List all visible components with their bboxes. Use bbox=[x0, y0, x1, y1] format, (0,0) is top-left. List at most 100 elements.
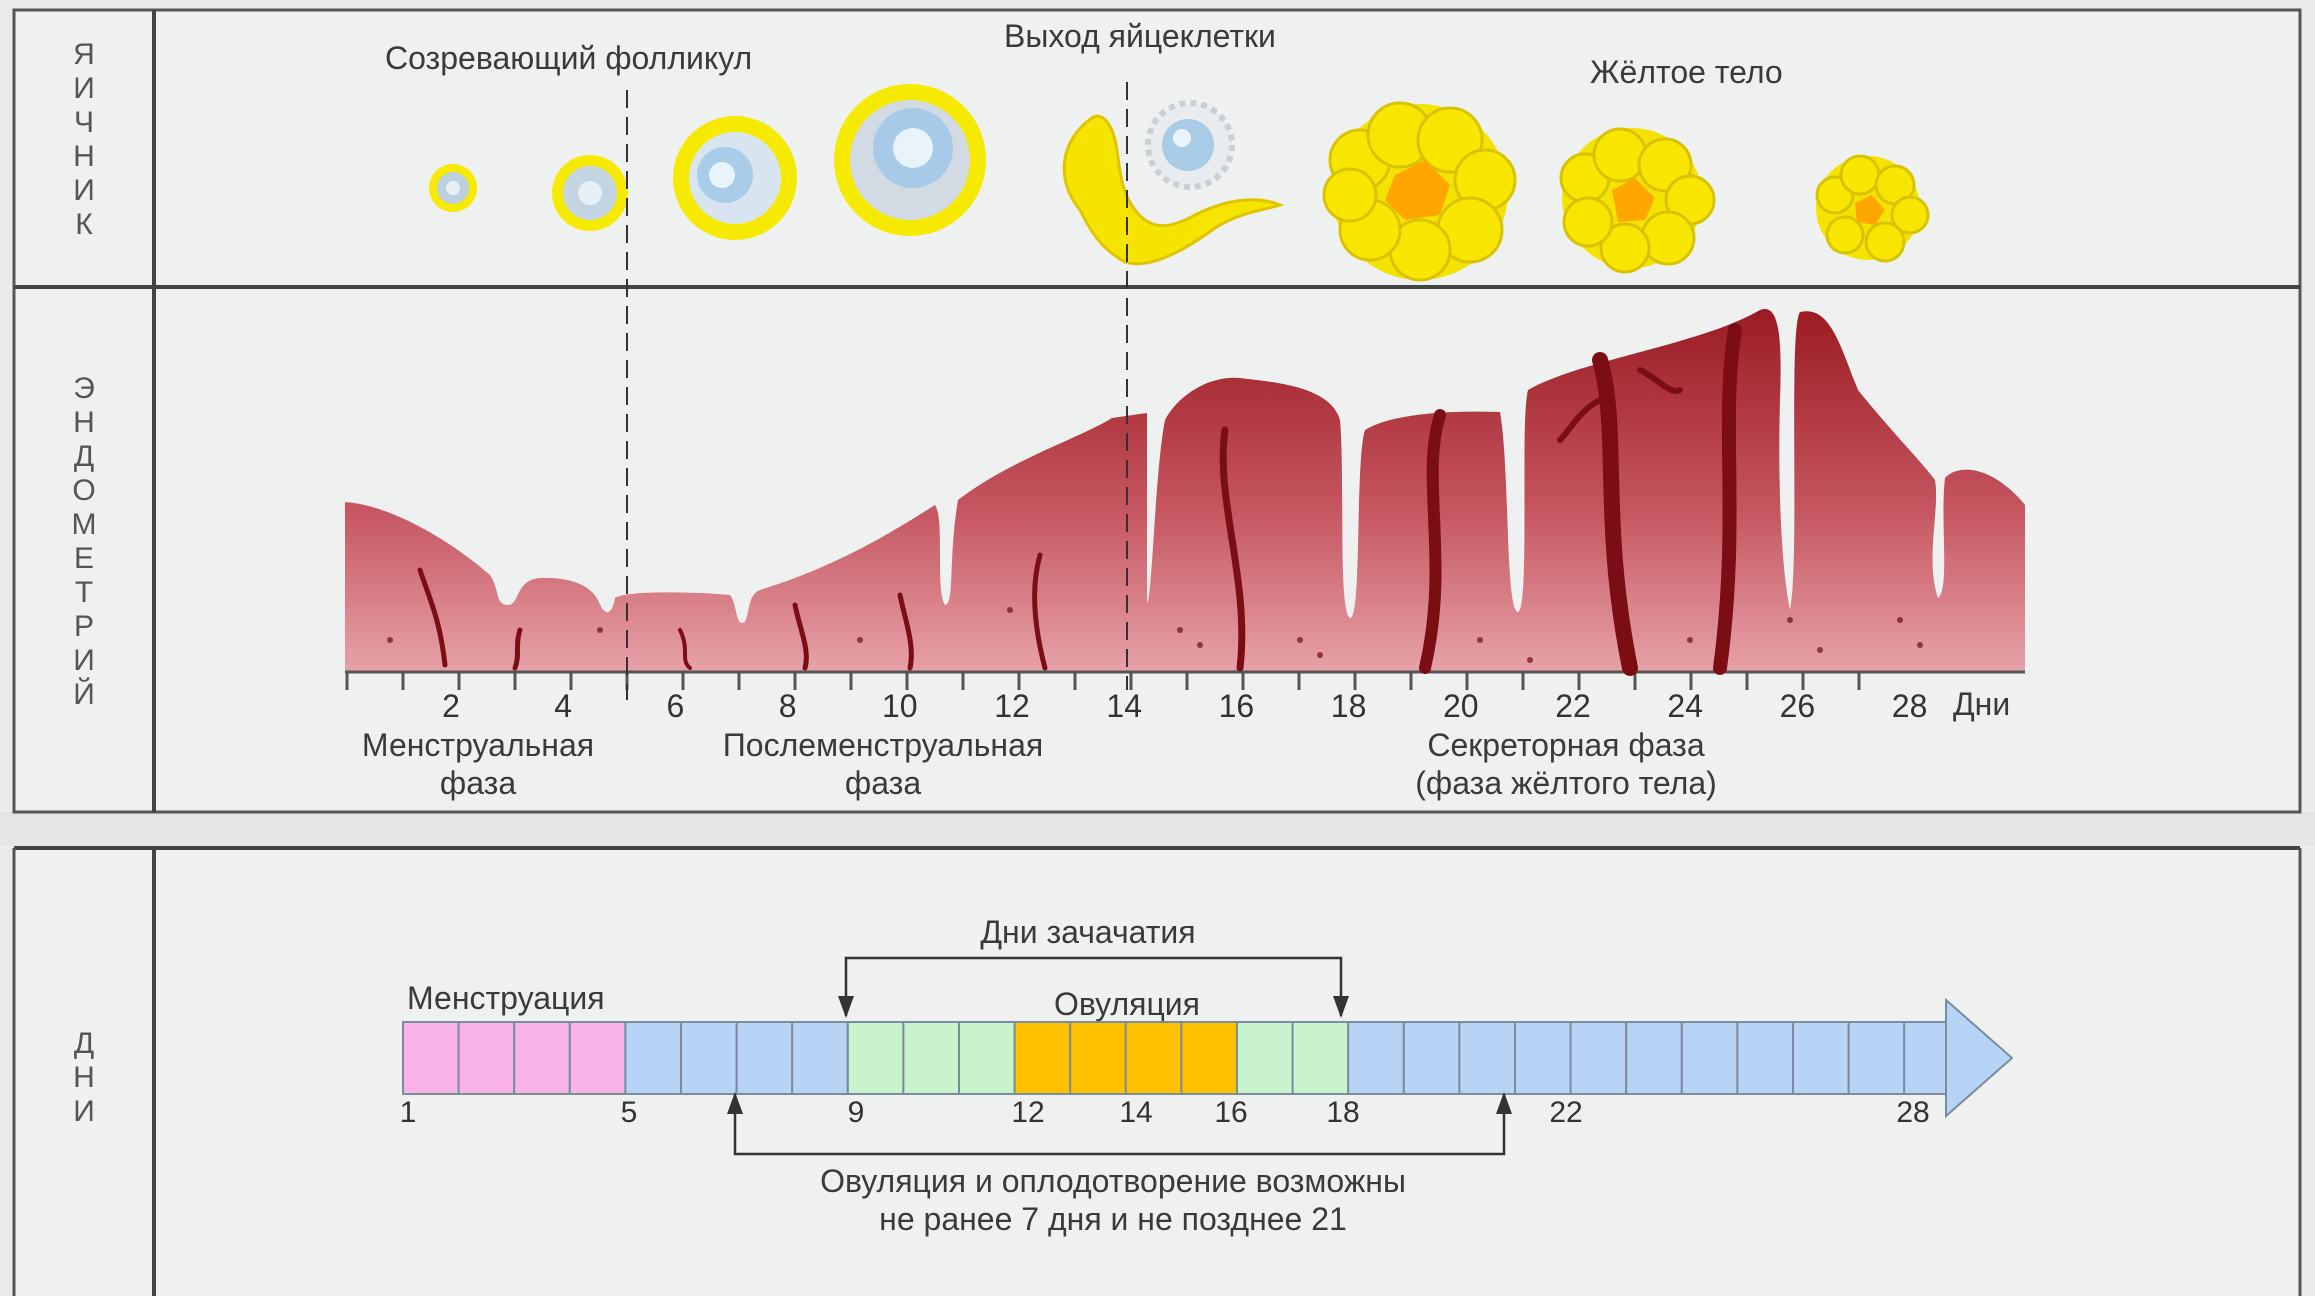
day-cell-9 bbox=[846, 1021, 905, 1095]
endometrium-side-label-letter: Д bbox=[73, 440, 95, 473]
day-cell-3 bbox=[513, 1021, 571, 1095]
conception-days-label: Дни зачачатия bbox=[980, 914, 1196, 950]
ruptured-follicle-icon bbox=[1062, 114, 1285, 266]
endometrium-side-label-letter: Н bbox=[73, 406, 95, 439]
days-side-label-letter: Д bbox=[73, 1027, 95, 1060]
day-cell-19 bbox=[1402, 1021, 1461, 1095]
endometrium-shape bbox=[345, 308, 2025, 672]
egg-cell-icon bbox=[1145, 100, 1235, 190]
day-cell-20 bbox=[1458, 1021, 1517, 1095]
day-cell-4 bbox=[568, 1021, 627, 1095]
ovary-side-label-letter: Я bbox=[73, 38, 95, 71]
ovary-side-label-letter: Н bbox=[73, 140, 95, 173]
day-cell-27 bbox=[1847, 1021, 1906, 1095]
corpus-luteum-1-icon bbox=[1322, 101, 1517, 282]
ovary-side-label-letter: И bbox=[73, 174, 95, 207]
maturing-follicle-label: Созревающий фолликул bbox=[385, 40, 753, 76]
axis-tick-label: 26 bbox=[1779, 688, 1816, 724]
axis-tick-label: 2 bbox=[442, 688, 460, 724]
day-cell-18 bbox=[1347, 1021, 1405, 1095]
corpus-luteum-2-icon bbox=[1559, 127, 1716, 274]
days-side-label-letter: Н bbox=[73, 1061, 95, 1094]
day-number-label: 5 bbox=[620, 1096, 638, 1129]
fertility-note: Овуляция и оплодотворение возможны не ра… bbox=[820, 1162, 1406, 1238]
day-cell-15 bbox=[1180, 1021, 1239, 1095]
axis-tick-label: 8 bbox=[778, 688, 797, 724]
menstrual-phase-label: Менструальная фаза bbox=[362, 726, 594, 802]
day-cell-23 bbox=[1625, 1021, 1683, 1095]
day-number-label: 22 bbox=[1549, 1096, 1583, 1129]
fertility-note-line2: не ранее 7 дня и не позднее 21 bbox=[879, 1201, 1347, 1237]
day-cells bbox=[402, 1021, 1961, 1095]
day-number-label: 18 bbox=[1326, 1096, 1360, 1129]
endometrium-side-label-letter: М bbox=[71, 508, 97, 541]
ovary-side-label-letter: И bbox=[73, 72, 95, 105]
menstruation-label: Менструация bbox=[407, 980, 605, 1016]
corpus-luteum-3-icon bbox=[1815, 154, 1930, 263]
day-cell-25 bbox=[1736, 1021, 1795, 1095]
endometrium-side-label-letter: Р bbox=[73, 610, 94, 643]
conception-bracket bbox=[844, 956, 1343, 1016]
ovary-side-label-letter: Ч bbox=[74, 106, 94, 139]
day-cell-26 bbox=[1792, 1021, 1850, 1095]
axis-tick-label: 6 bbox=[666, 688, 685, 724]
days-side-label-letter: И bbox=[73, 1095, 95, 1128]
endometrium-dots bbox=[387, 607, 1923, 663]
menstrual-phase-line2: фаза bbox=[439, 765, 517, 801]
day-cell-24 bbox=[1680, 1021, 1739, 1095]
day-cell-1 bbox=[402, 1021, 460, 1095]
day-number-label: 16 bbox=[1214, 1096, 1248, 1129]
fertility-note-line1: Овуляция и оплодотворение возможны bbox=[820, 1163, 1406, 1199]
fertility-arrow-right-icon bbox=[1496, 1092, 1512, 1114]
axis-tick-label: 18 bbox=[1330, 688, 1367, 724]
endometrial-glands bbox=[417, 323, 1742, 676]
axis-tick-label: 22 bbox=[1555, 688, 1591, 724]
follicle-3-icon bbox=[673, 116, 797, 240]
timeline-arrow-head-icon bbox=[1945, 997, 2014, 1119]
follicle-2-icon bbox=[552, 155, 628, 231]
corpus-luteum-label: Жёлтое тело bbox=[1590, 54, 1783, 90]
axis-tick-label: 16 bbox=[1218, 688, 1255, 724]
fertility-window-bracket bbox=[733, 1094, 1506, 1156]
day-cell-12 bbox=[1013, 1021, 1072, 1095]
conception-arrow-left-icon bbox=[838, 996, 854, 1018]
day-cell-21 bbox=[1514, 1021, 1572, 1095]
day-cell-22 bbox=[1569, 1021, 1628, 1095]
axis-tick-label: 14 bbox=[1106, 688, 1142, 724]
postmenstrual-phase-label: Послеменструальная фаза bbox=[723, 726, 1043, 802]
day-cell-13 bbox=[1069, 1021, 1127, 1095]
axis-tick-label: 4 bbox=[554, 688, 573, 724]
endometrium-illustration bbox=[345, 82, 2025, 700]
follicle-4-icon bbox=[834, 84, 986, 236]
panel-separator bbox=[0, 812, 2315, 846]
days-timeline bbox=[402, 956, 2014, 1156]
follicle-1-icon bbox=[429, 164, 477, 212]
day-cell-11 bbox=[958, 1021, 1016, 1095]
menstrual-phase-line1: Менструальная bbox=[361, 727, 595, 763]
axis-tick-label: 24 bbox=[1667, 688, 1703, 724]
day-number-label: 1 bbox=[399, 1096, 417, 1129]
endometrium-side-label-letter: Т bbox=[74, 576, 94, 609]
day-cell-7 bbox=[735, 1021, 794, 1095]
axis-tick-label: 12 bbox=[994, 688, 1030, 724]
day-number-label: 14 bbox=[1119, 1096, 1153, 1129]
day-cell-10 bbox=[902, 1021, 961, 1095]
day-number-label: 12 bbox=[1011, 1096, 1045, 1129]
axis-unit-label: Дни bbox=[1953, 686, 2011, 722]
secretory-phase-label: Секреторная фаза (фаза жёлтого тела) bbox=[1415, 726, 1717, 802]
ovulation-label: Овуляция bbox=[1053, 986, 1201, 1022]
axis-tick-label: 20 bbox=[1443, 688, 1479, 724]
fertility-arrow-left-icon bbox=[727, 1092, 743, 1114]
day-cell-17 bbox=[1291, 1021, 1350, 1095]
endometrium-side-label-letter: И bbox=[73, 644, 95, 677]
endometrium-side-label-letter: Э bbox=[73, 372, 95, 405]
day-number-label: 9 bbox=[847, 1096, 865, 1129]
day-cell-16 bbox=[1236, 1021, 1294, 1095]
day-cell-14 bbox=[1124, 1021, 1183, 1095]
conception-arrow-right-icon bbox=[1333, 996, 1349, 1018]
egg-release-label: Выход яйцеклетки bbox=[1004, 18, 1276, 54]
